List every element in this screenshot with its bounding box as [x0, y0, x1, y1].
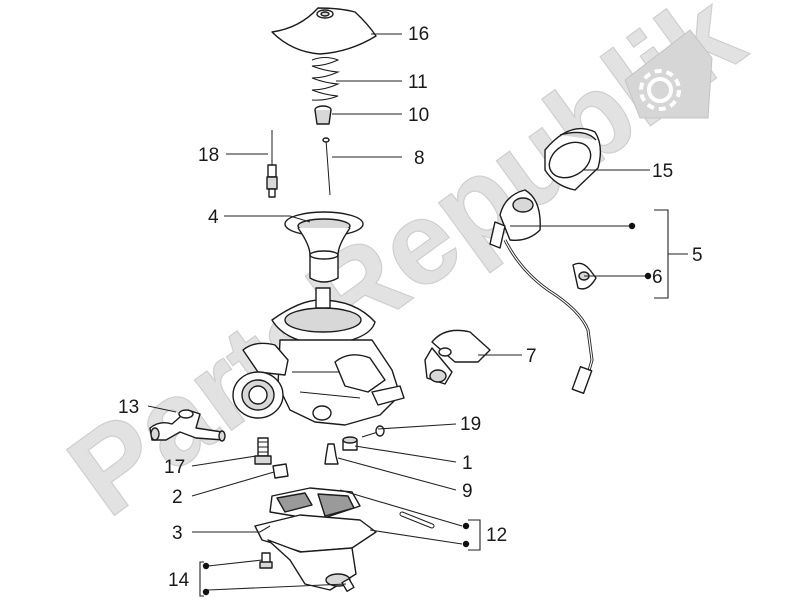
- callout-15: 15: [652, 161, 673, 182]
- part-1-jet-holder: [342, 436, 358, 451]
- callout-14: 14: [168, 570, 190, 591]
- part-13-hose-fitting: [149, 409, 226, 442]
- callout-16: 16: [408, 24, 429, 45]
- part-15-boot: [544, 127, 602, 191]
- gear-icon: [624, 29, 713, 119]
- part-10-retainer: [314, 105, 332, 125]
- part-3-float: [269, 487, 361, 521]
- part-5-auto-choke: [489, 189, 594, 395]
- callout-9: 9: [462, 481, 473, 502]
- callout-10: 10: [408, 105, 429, 126]
- callout-17: 17: [164, 457, 185, 478]
- callout-5: 5: [692, 245, 703, 266]
- carburetor-body: [232, 287, 405, 426]
- callout-13: 13: [118, 397, 139, 418]
- callout-4: 4: [208, 207, 219, 228]
- part-14-screws: [259, 552, 355, 593]
- part-19-screw: [361, 425, 385, 438]
- callout-labels: 16 11 10 18 8 15 4 5 6 7 13 19 17 1 2 9 …: [118, 24, 703, 591]
- callout-7: 7: [526, 346, 537, 367]
- part-17-main-jet: [254, 437, 272, 465]
- part-16-top-cover: [271, 7, 377, 55]
- part-4-diaphragm-slide: [284, 211, 364, 283]
- callout-6: 6: [652, 267, 663, 288]
- callout-12: 12: [486, 525, 507, 546]
- leader-dots: [202, 222, 652, 596]
- part-18-idle-screw: [266, 130, 278, 198]
- callout-19: 19: [460, 414, 481, 435]
- float-bowl: [254, 514, 377, 591]
- callout-11: 11: [408, 72, 428, 93]
- part-9-float-needle: [324, 443, 339, 465]
- part-12-float-pin: [399, 511, 435, 529]
- callout-18: 18: [198, 145, 219, 166]
- part-7-valve: [424, 329, 491, 385]
- callout-2: 2: [172, 487, 183, 508]
- callout-3: 3: [172, 523, 183, 544]
- part-2-pilot-jet: [272, 463, 289, 479]
- leader-lines: [147, 33, 688, 597]
- callout-1: 1: [462, 453, 473, 474]
- callout-8: 8: [414, 148, 425, 169]
- part-8-jet-needle: [322, 137, 331, 196]
- part-11-spring: [311, 57, 340, 101]
